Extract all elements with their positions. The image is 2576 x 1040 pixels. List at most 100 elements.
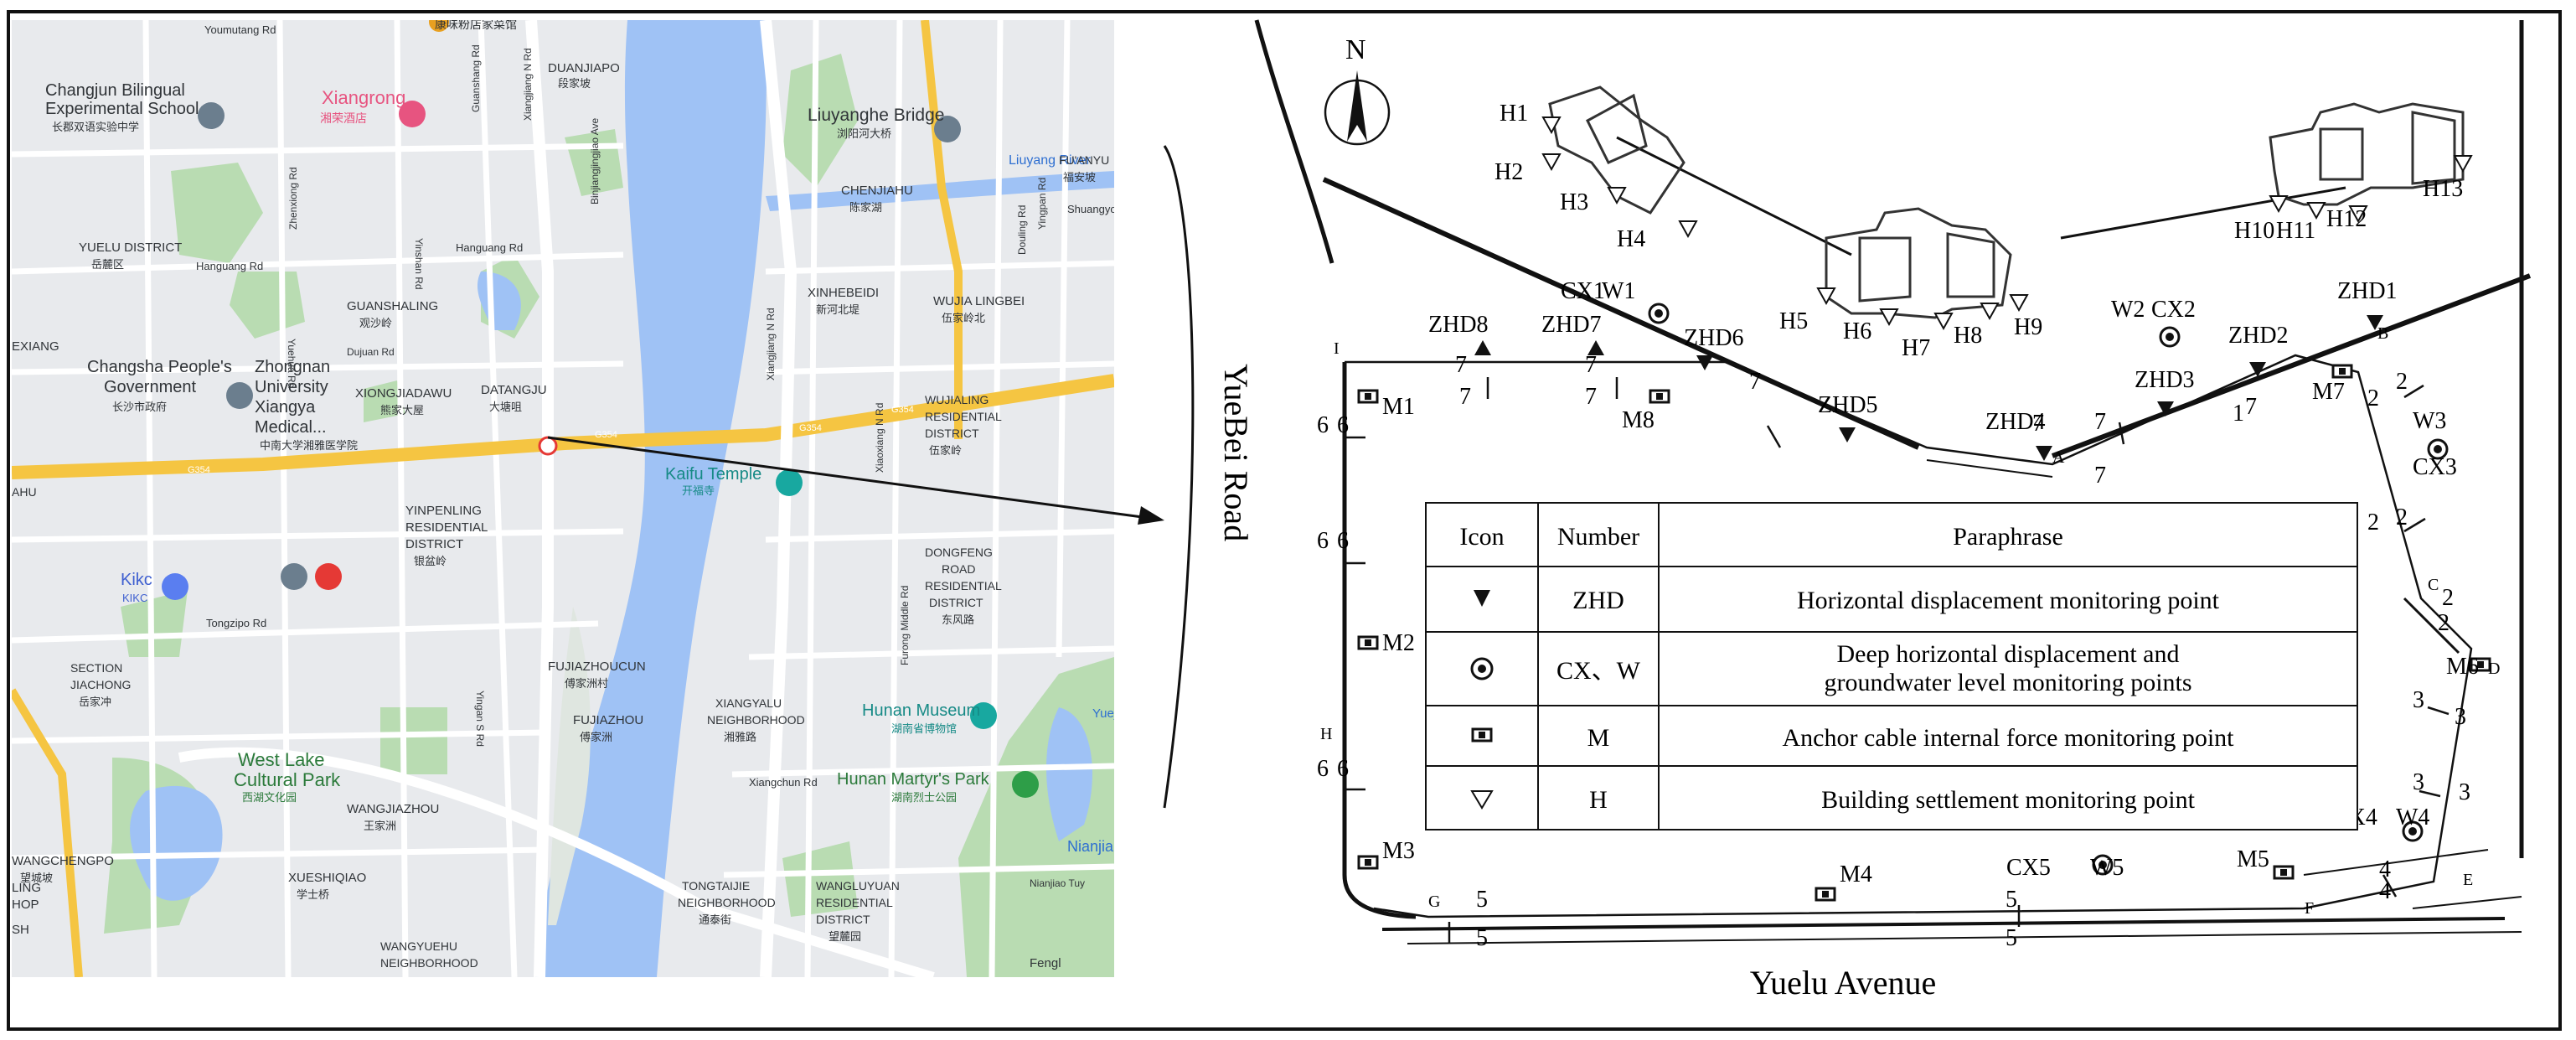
building-label-h9: H9 [2014,314,2042,340]
anchor-markers [1357,364,2491,902]
section-label-2: 2 [2396,504,2408,530]
section-label-7: 7 [1455,352,1467,378]
map-label-ahu: AHU [12,485,37,499]
map-label-martyr_cn: 湖南烈士公园 [891,791,957,804]
section-label-5: 5 [1476,887,1488,913]
map-label-wangluyuan3: DISTRICT [816,913,870,926]
map-label-yinpenling3: DISTRICT [405,537,463,551]
map-label-xiangjiangN1: Xiangjiang N Rd [522,48,534,121]
map-label-yinpenling1: YINPENLING [405,504,482,518]
map-label-kaifu: Kaifu Temple [665,465,761,484]
map-label-chenjiahu_cn: 陈家湖 [849,201,882,214]
map-label-yinpenling2: RESIDENTIAL [405,520,488,535]
section-label-4: 4 [2379,878,2391,904]
map-label-xinhebeidi: XINHEBEIDI [808,286,879,300]
section-label-5: 5 [2006,925,2017,951]
legend-zhd-number: ZHD [1572,587,1624,614]
map-label-tongzipo: Tongzipo Rd [206,617,266,629]
legend-cxw-text-line2: groundwater level monitoring points [1824,669,2191,696]
map-label-xiangrong_cn: 湘荣酒店 [320,111,367,125]
section-label-7: 7 [1585,384,1597,410]
map-label-section_cn: 岳家冲 [79,696,111,708]
map-label-duijuan: Dujuan Rd [347,346,395,358]
section-label-6: 6 [1317,528,1329,554]
map-label-changsha2: Government [104,378,196,396]
zhd-label-zhd6: ZHD6 [1684,325,1744,351]
building-label-h2: H2 [1494,159,1523,185]
map-label-zhongnan_cn: 中南大学湘雅医学院 [260,439,358,452]
map-label-tongtaijie1: TONGTAIJIE [682,879,750,893]
map-label-yinpenling_cn: 银盆岭 [414,555,447,567]
corner-label-b: B [2377,324,2388,343]
map-label-xiongjiadawu: XIONGJIADAWU [355,386,452,401]
map-label-yuelu_cn: 岳麓区 [91,258,124,271]
section-label-3: 3 [2413,687,2424,713]
map-label-yuehua: Yuehua Rd [286,339,297,388]
poi-pins [162,20,1039,798]
section-label-2: 2 [2442,585,2454,611]
road-label-yuebei: YueBei Road [1217,364,1255,541]
map-label-changsha_cn: 长沙市政府 [112,401,167,413]
section-label-6: 6 [1317,412,1329,438]
cxw-label-cx5: CX5 [2006,855,2051,881]
map-label-liuyanghe_cn: 浏阳河大桥 [837,127,891,140]
map-label-xueshiqiao_cn: 学士桥 [297,888,329,901]
map-label-fengl: Fengl [1030,956,1061,970]
map-label-changjun1: Changjun Bilingual [45,81,185,100]
map-label-xiangrong: Xiangrong [322,87,405,108]
section-label-3: 3 [2413,769,2424,795]
section-label-7: 7 [2032,411,2044,437]
section-label-6: 6 [1337,412,1349,438]
map-label-hop: HOP [12,898,39,912]
corner-label-h: H [1320,725,1332,743]
map-label-wangchengpo: WANGCHENGPO [12,854,114,868]
anchor-label-m1: M1 [1382,394,1415,420]
building-label-h13: H13 [2423,176,2463,202]
map-label-xiaoxiang: Xiaoxiang N Rd [874,403,885,473]
map-label-duanjiapo: DUANJIAPO [548,61,620,75]
legend-header-number: Number [1557,523,1639,551]
map-label-xueshiqiao: XUESHIQIAO [288,871,366,885]
corner-label-a: A [2052,448,2065,467]
map-label-changsha1: Changsha People's [87,358,232,376]
map-label-liuyanghe: Liuyanghe Bridge [808,106,944,125]
corner-label-g: G [1428,893,1440,911]
cxw-label-w5: W5 [2090,855,2124,881]
map-label-xiangchun: Xiangchun Rd [749,776,818,789]
legend-anchor-icon [1471,727,1493,742]
map-label-yuej: Yuej [1092,706,1114,721]
zhd-label-zhd5: ZHD5 [1818,392,1878,418]
map-label-g354c: G354 [799,423,822,433]
map-label-westlake1: West Lake [238,749,325,770]
map-label-yinshan: Yinshan Rd [413,238,425,290]
map-label-fuanyu_cn: 福安坡 [1063,171,1096,184]
map-label-wujialing3: DISTRICT [925,427,979,440]
map-label-yingpan: Yingpan Rd [1036,178,1048,230]
section-label-7: 7 [1459,384,1471,410]
cxw-label-w4: W4 [2396,805,2429,830]
monitoring-plan[interactable]: N [1131,12,2572,1034]
map-label-douling: Douling Rd [1016,205,1028,255]
section-label-1: 1 [2233,401,2244,427]
buildings [1548,85,2465,319]
map-label-hunanmuseum_cn: 湖南省博物馆 [891,722,957,735]
map-label-xiangyalu2: NEIGHBORHOOD [707,713,805,727]
building-label-h7: H7 [1902,335,1930,361]
anchor-label-m8: M8 [1622,407,1655,433]
map-label-fuanyu: FU'ANYU [1059,153,1109,167]
legend-cxw-number: CX、W [1556,657,1641,685]
legend-anchor-number: M [1587,724,1610,752]
corner-label-c: C [2428,576,2439,594]
cxw-label-cx1: CX1 [1561,278,1605,304]
zhd-label-zhd1: ZHD1 [2337,278,2398,304]
map-label-dongfeng1: DONGFENG [925,546,993,559]
map-label-zhongnan3: Xiangya [255,398,316,417]
map-label-tongtaijie2: NEIGHBORHOOD [678,896,776,909]
corner-label-f: F [2305,899,2314,918]
road-label-yuelu: Yuelu Avenue [1750,964,1937,1001]
map-label-hanguang2: Hanguang Rd [456,241,523,254]
map-label-kangwei: 康味粉店家菜馆 [435,20,517,31]
map-label-xiangyalu_cn: 湘雅路 [724,731,756,743]
map-label-furong: Furong Middle Rd [899,586,911,665]
